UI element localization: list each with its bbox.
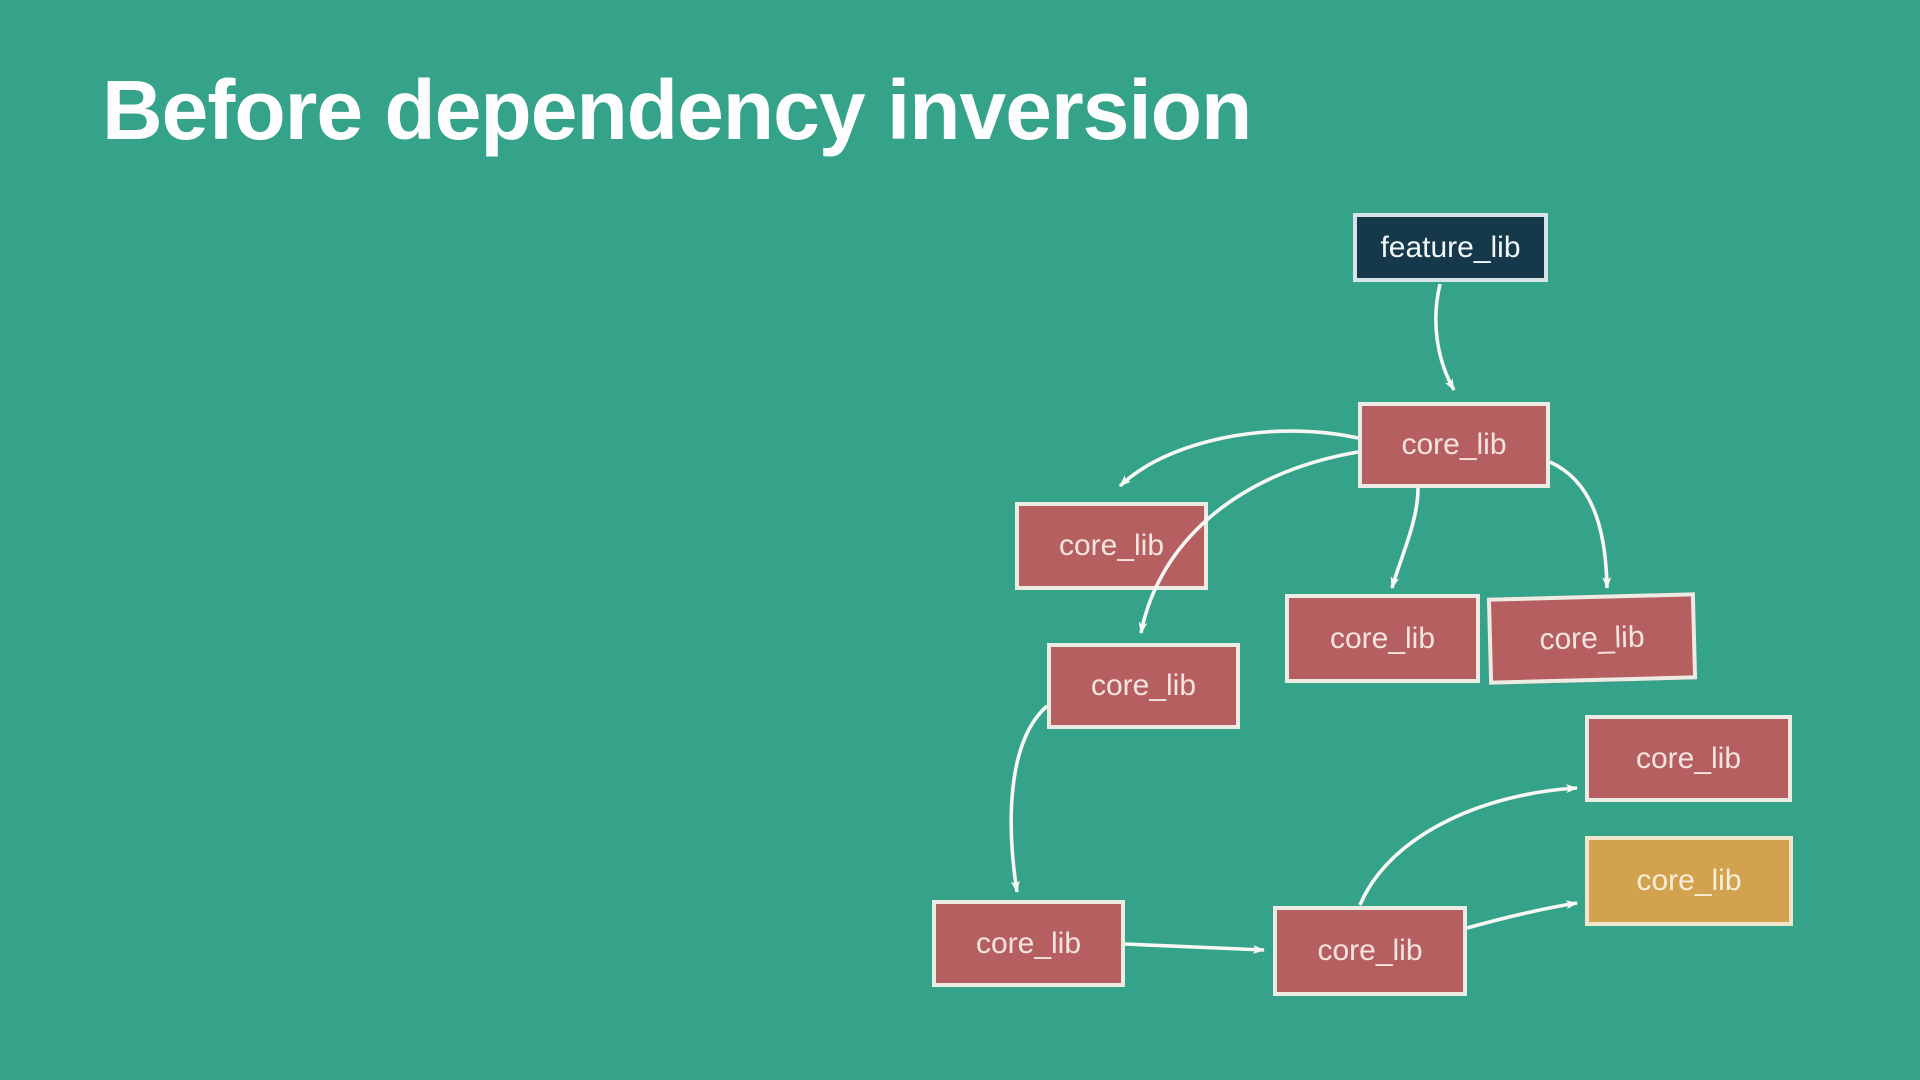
node-core_lib_f: core_lib — [1585, 715, 1792, 802]
node-label: feature_lib — [1380, 230, 1521, 264]
edge-core_lib_c-to-core_lib_h — [1009, 704, 1049, 893]
edge-core_lib_top-to-core_lib_b — [1118, 429, 1359, 488]
edge-feature_lib-to-core_lib_top — [1434, 283, 1456, 391]
edge-core_lib_i-to-core_lib_g — [1466, 900, 1578, 930]
node-core_lib_b: core_lib — [1015, 502, 1208, 590]
node-feature_lib: feature_lib — [1353, 213, 1548, 282]
node-label: core_lib — [1635, 741, 1742, 775]
node-core_lib_top: core_lib — [1358, 402, 1550, 488]
node-core_lib_h: core_lib — [932, 900, 1125, 987]
node-label: core_lib — [1058, 529, 1165, 562]
edge-core_lib_i-to-core_lib_f — [1358, 784, 1578, 906]
node-label: core_lib — [975, 926, 1082, 960]
slide-title: Before dependency inversion — [102, 63, 1252, 157]
node-core_lib_i: core_lib — [1273, 906, 1467, 996]
node-label: core_lib — [1539, 620, 1645, 656]
node-label: core_lib — [1329, 621, 1436, 655]
node-label: core_lib — [1636, 864, 1742, 897]
node-core_lib_g: core_lib — [1585, 836, 1793, 926]
edge-core_lib_top-to-core_lib_e — [1549, 460, 1612, 589]
node-label: core_lib — [1090, 669, 1197, 702]
node-label: core_lib — [1401, 428, 1507, 461]
edge-core_lib_h-to-core_lib_i — [1124, 942, 1265, 955]
node-core_lib_e: core_lib — [1486, 592, 1698, 685]
node-core_lib_d: core_lib — [1285, 594, 1480, 683]
edge-core_lib_top-to-core_lib_d — [1390, 487, 1420, 589]
node-core_lib_c: core_lib — [1047, 643, 1240, 729]
node-label: core_lib — [1317, 934, 1423, 967]
